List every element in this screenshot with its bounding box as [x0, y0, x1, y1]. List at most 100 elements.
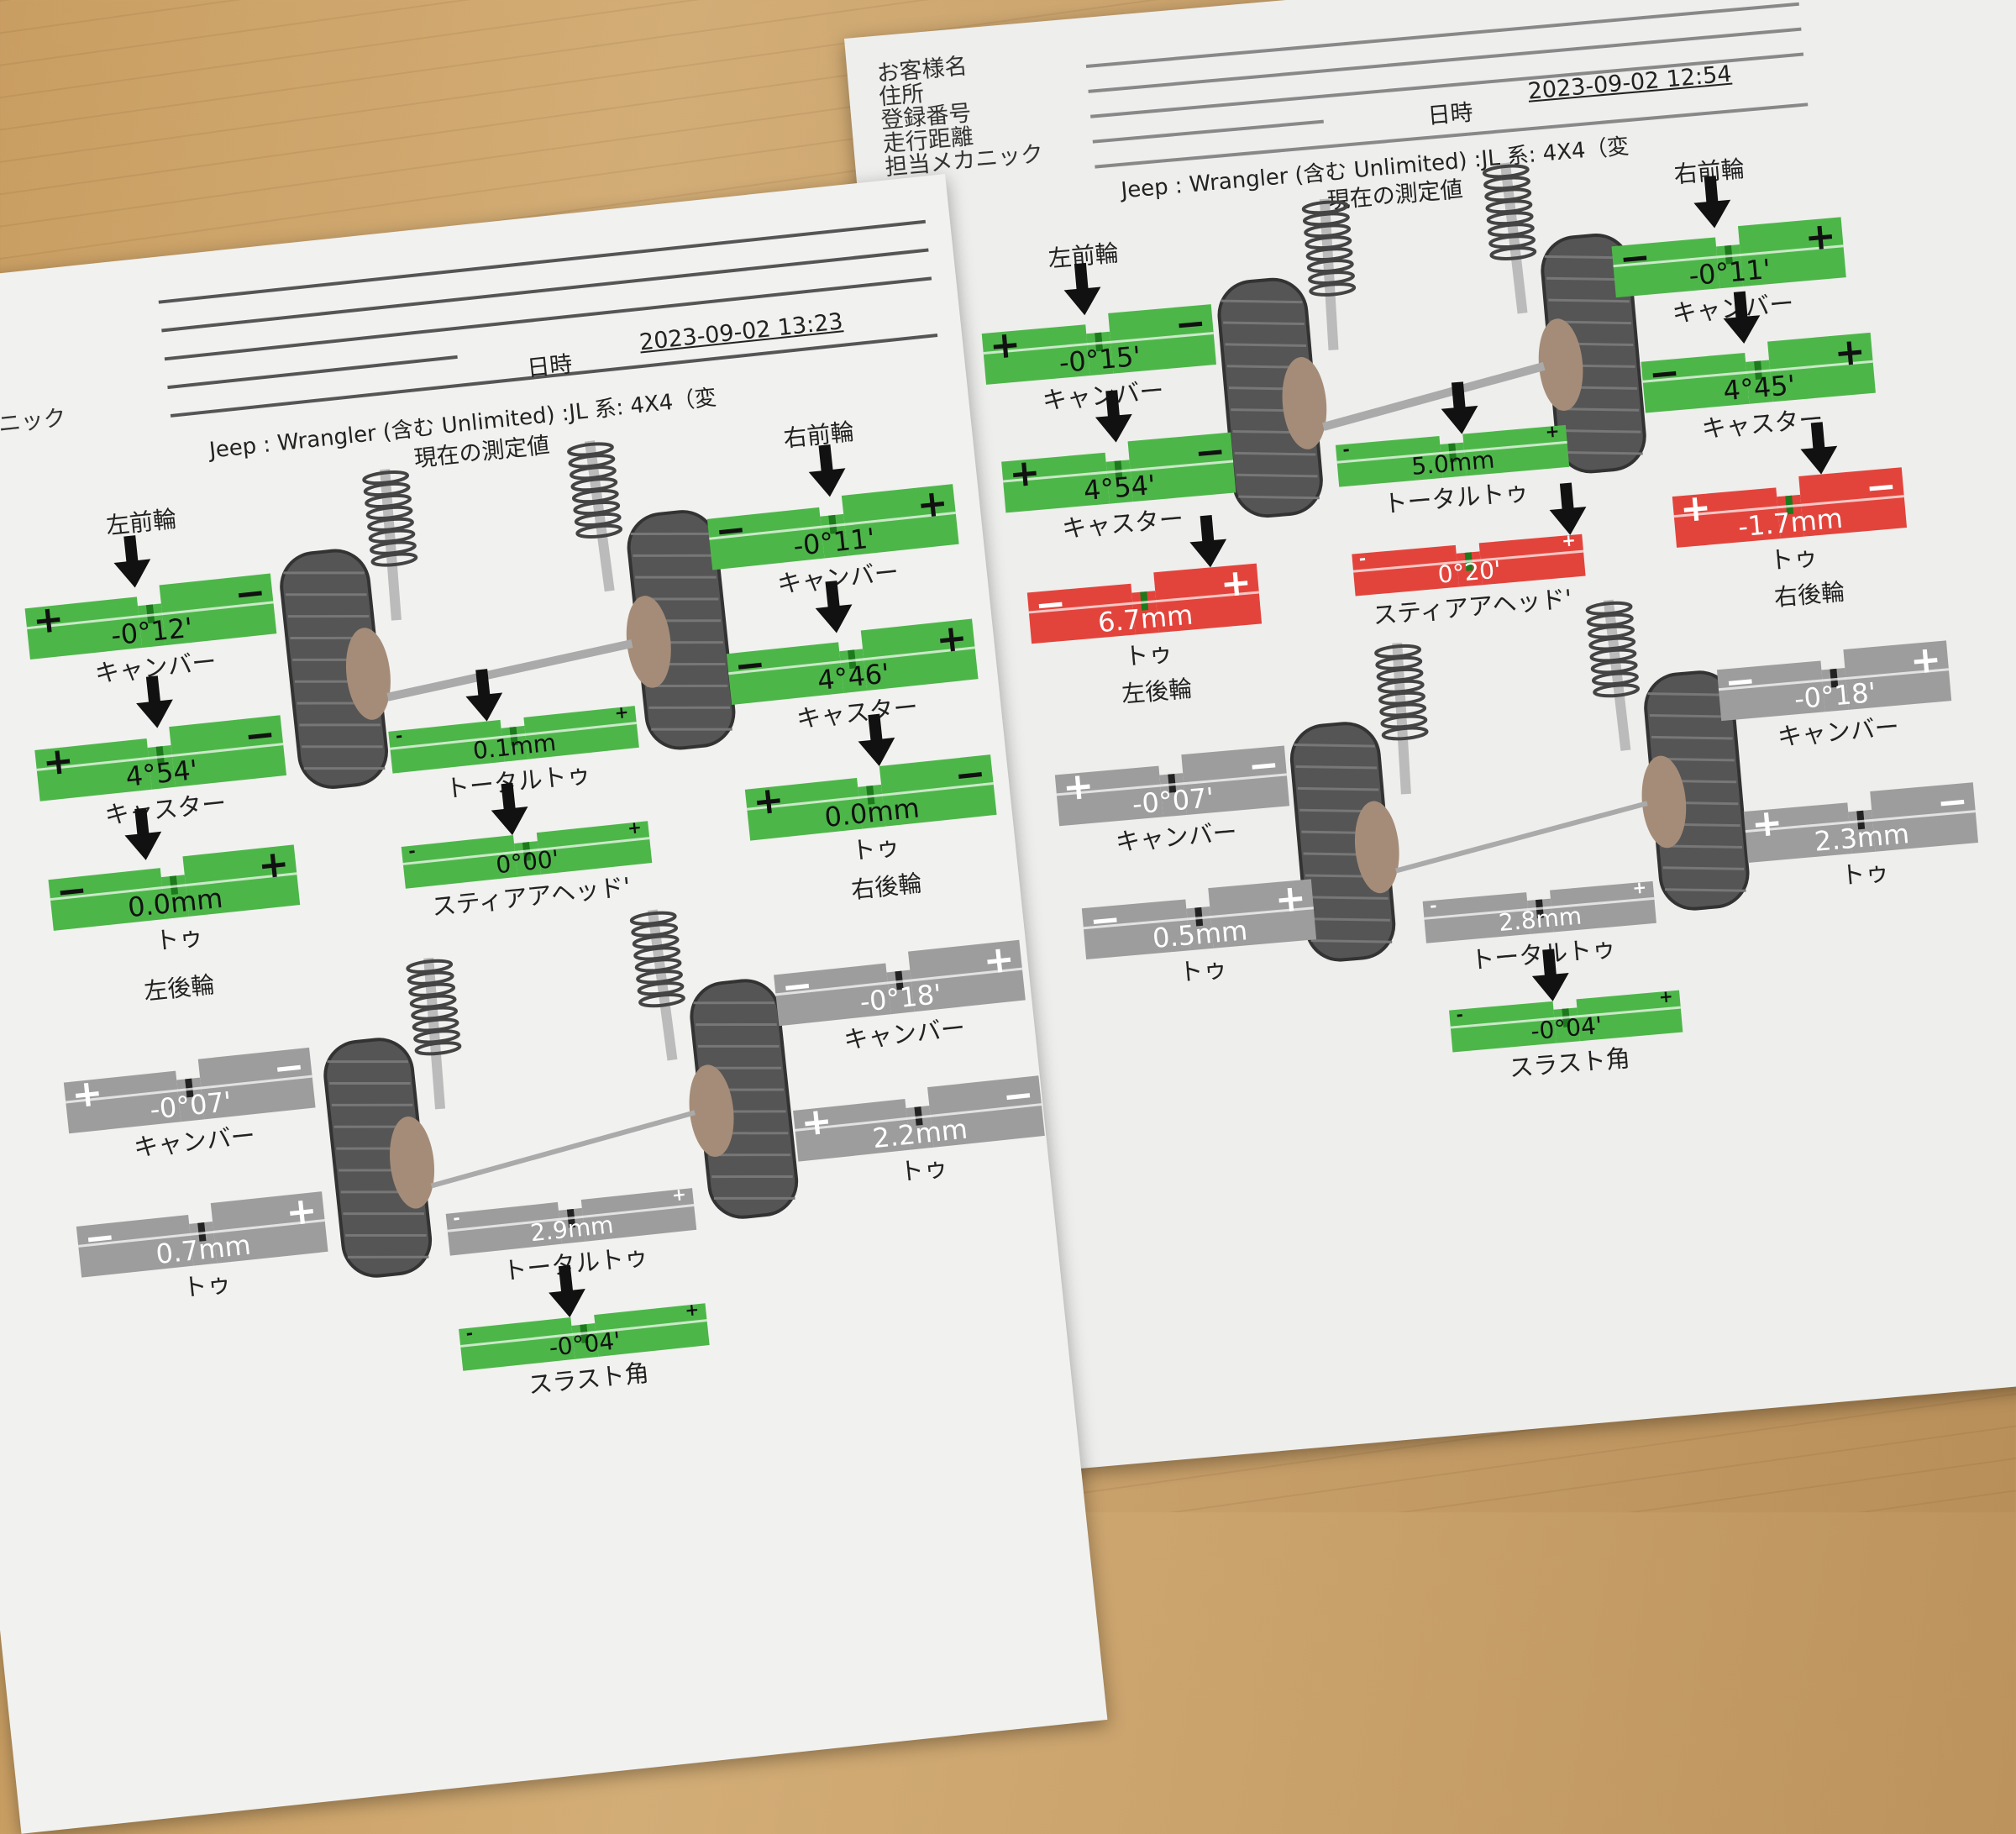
tire-tread — [345, 1233, 427, 1238]
gauge-left-sign: - — [1429, 895, 1438, 917]
arrow-down-icon — [124, 807, 162, 860]
tire-tread — [651, 728, 732, 731]
coil-spring — [414, 1041, 462, 1056]
coil-spring — [370, 552, 418, 567]
arrow-down-icon — [858, 713, 895, 767]
brake-disc — [1538, 318, 1583, 411]
gauge-right-sign: + — [684, 1299, 701, 1321]
gauge-thrust: -+-0°04'スラスト角 — [459, 1264, 710, 1400]
coil-spring — [633, 946, 680, 961]
tire-tread — [635, 575, 717, 579]
tire-tread — [648, 706, 730, 709]
tire-tread — [299, 723, 381, 727]
brake-disc — [345, 628, 391, 720]
arrow-down-icon — [1723, 291, 1761, 344]
tire-tread — [1647, 692, 1730, 696]
tire-tread — [709, 1153, 791, 1157]
tire-tread — [329, 1081, 411, 1085]
coil-spring — [1593, 683, 1641, 698]
tire-tread — [287, 615, 370, 618]
tire-tread — [1548, 298, 1630, 303]
gauge-right-sign: + — [670, 1183, 687, 1206]
tire-tread — [633, 554, 714, 557]
wheel-assembly — [280, 549, 391, 789]
gauge-lf-caster: +−4°54'キャスター — [34, 675, 287, 830]
arrow-down-icon — [113, 535, 150, 588]
gauge-left-sign: - — [1357, 548, 1368, 569]
tire-tread — [1307, 896, 1389, 900]
tire-tread — [302, 745, 383, 749]
coil-spring — [1305, 235, 1352, 250]
tire-tread — [1221, 299, 1303, 304]
coil-spring — [1309, 282, 1357, 297]
tire-tread — [1297, 786, 1379, 791]
coil-spring — [638, 993, 685, 1008]
arrow-down-icon — [1549, 482, 1587, 535]
tire-tread — [1562, 450, 1643, 455]
coil-spring — [568, 454, 616, 469]
control-arm — [386, 639, 633, 702]
coil-spring — [368, 528, 416, 544]
coil-spring — [1489, 246, 1537, 260]
tire-tread — [1557, 407, 1640, 412]
coil-spring — [1488, 234, 1536, 250]
arrow-down-icon — [808, 444, 845, 497]
arrow-down-icon — [1189, 515, 1227, 568]
tire-tread — [646, 684, 728, 687]
tire-tread — [1294, 744, 1375, 748]
coil-spring — [1374, 644, 1421, 659]
gauge-lf-caster: +−4°54'キャスター — [1000, 390, 1236, 544]
gauge-thrust: -+-0°04'スラスト角 — [1449, 949, 1683, 1083]
tire-tread — [1649, 713, 1731, 718]
gauge-right-sign: + — [626, 817, 643, 838]
brake-disc — [689, 1064, 734, 1157]
tire-tread — [713, 1196, 795, 1200]
tire-tread — [1238, 495, 1320, 500]
tire-tread — [347, 1255, 429, 1259]
coil-spring — [406, 959, 454, 974]
coil-spring — [1377, 679, 1425, 694]
brake-disc — [1282, 357, 1327, 449]
coil-spring — [1588, 624, 1635, 639]
tire-tread — [1309, 917, 1390, 922]
tire-tread — [1310, 939, 1393, 943]
coil-spring — [1304, 223, 1352, 239]
tire-tread — [696, 1022, 777, 1027]
brake-disc — [390, 1117, 435, 1209]
coil-spring — [409, 994, 457, 1009]
brake-disc — [626, 596, 671, 688]
control-arm — [430, 1110, 696, 1189]
gauge-steer-ahead: -+0°20'スティアアヘッド' — [1352, 482, 1587, 630]
gauge-right-sign: + — [1657, 985, 1674, 1007]
suspension-illustration — [1217, 162, 1750, 962]
tire-tread — [303, 767, 386, 770]
tire-tread — [630, 532, 712, 535]
gauge-right-sign: + — [1544, 420, 1561, 442]
tire-tread — [711, 1174, 793, 1179]
arrow-down-icon — [815, 581, 853, 633]
arrow-down-icon — [548, 1264, 585, 1318]
tire-tread — [1234, 451, 1316, 456]
gauge-rf-camber: −+-0°11'キャンバー — [706, 444, 959, 598]
tire-tread — [1559, 429, 1641, 434]
brake-disc — [1641, 755, 1687, 849]
tire-tread — [1223, 321, 1305, 326]
tire-tread — [1651, 735, 1733, 740]
gauge-rf-camber: −+-0°11'キャンバー — [1611, 176, 1846, 328]
arrow-down-icon — [465, 669, 503, 722]
coil-spring — [1487, 223, 1535, 238]
tire-tread — [343, 1212, 424, 1216]
coil-spring — [1308, 271, 1355, 285]
tire-tread — [1236, 473, 1318, 478]
tire-tread — [331, 1103, 413, 1106]
coil-spring — [1381, 726, 1429, 741]
tire-tread — [283, 571, 365, 575]
coil-spring — [1306, 259, 1354, 273]
tire-tread — [286, 593, 367, 596]
brake-disc — [1354, 801, 1399, 894]
tire-tread — [1225, 343, 1306, 347]
gauge-lf-camber: +−-0°15'キャンバー — [981, 262, 1216, 415]
